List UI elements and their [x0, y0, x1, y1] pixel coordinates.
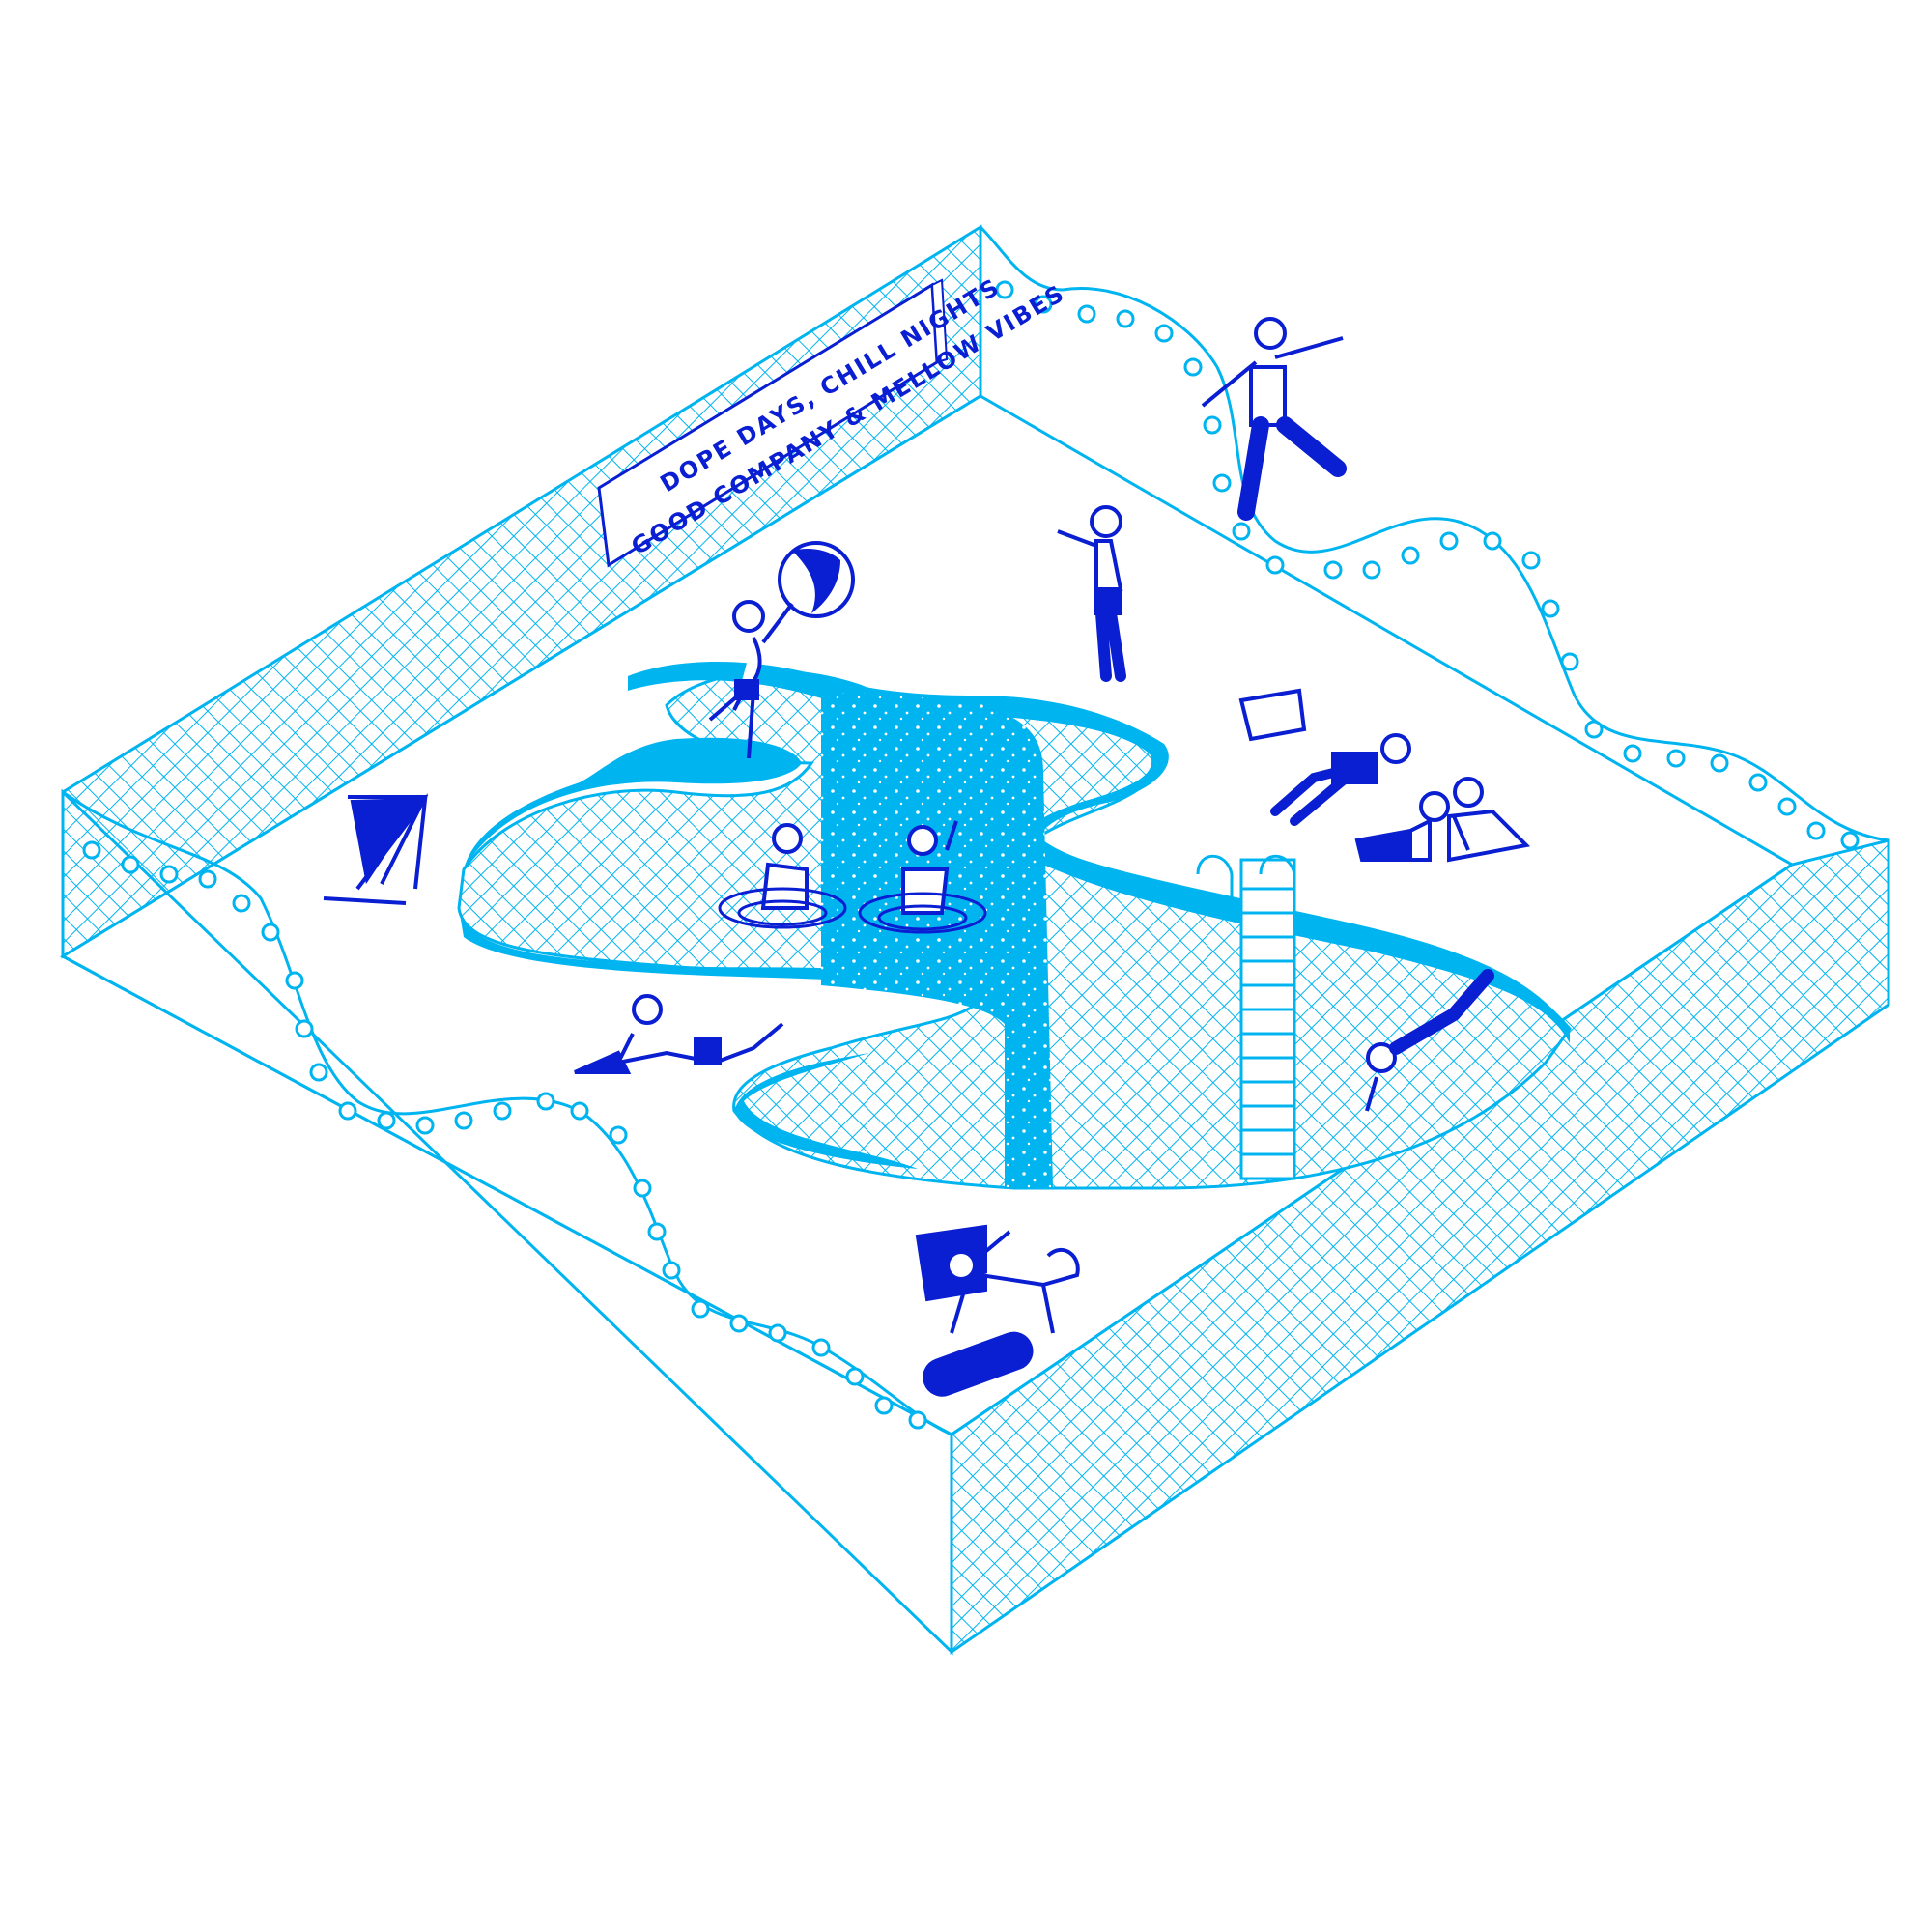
pool-ladder-icon: [1196, 854, 1296, 1180]
person-jumping: [1201, 317, 1347, 521]
person-diving: [1365, 969, 1494, 1112]
people-sitting-together: [1354, 777, 1531, 863]
person-in-water-left: [718, 823, 847, 929]
deck-chair-icon: [323, 793, 429, 905]
person-lying-on-towel: [574, 994, 784, 1074]
string-lights-icon: [82, 280, 1860, 1430]
person-standing-waving: [1057, 505, 1126, 682]
right-back-fence: [979, 225, 1889, 842]
person-in-water-right: [858, 820, 987, 934]
person-reclining-with-pillow: [1238, 688, 1411, 826]
beach-ball-icon: [778, 541, 855, 618]
pool-float-icon: [923, 1331, 1034, 1397]
person-with-beach-ball: [708, 600, 794, 759]
person-relaxing-bottom: [915, 1224, 1080, 1397]
